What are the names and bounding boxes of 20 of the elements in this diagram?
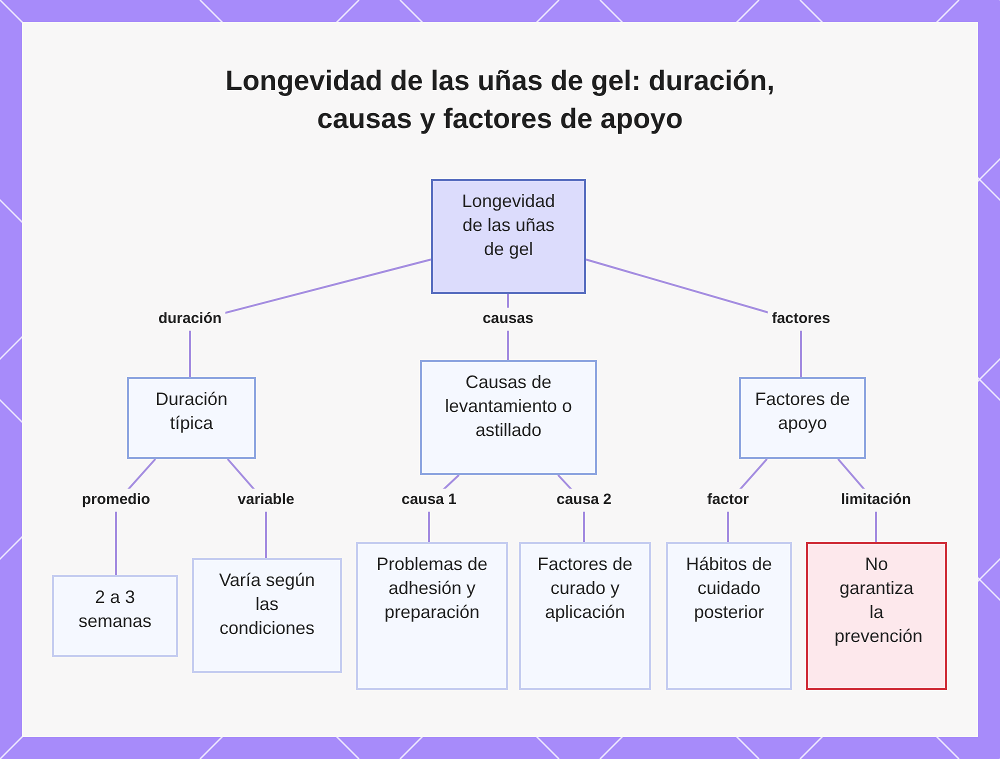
- concept-box: [420, 360, 597, 475]
- concept-box: [806, 542, 947, 690]
- concept-box: [192, 558, 342, 673]
- node-text: Longevidad de las uñas de gel: [460, 190, 556, 261]
- node-text: Factores de curado y aplicación: [536, 553, 634, 624]
- node-text: Varía según las condiciones: [218, 569, 316, 640]
- node-text: Hábitos de cuidado posterior: [684, 553, 774, 624]
- concept-box: [52, 575, 178, 657]
- node-text: 2 a 3 semanas: [77, 586, 153, 633]
- node-text: Factores de apoyo: [754, 388, 852, 435]
- concept-box: [519, 542, 651, 690]
- concept-box: [739, 377, 866, 459]
- node-text: Problemas de adhesión y preparación: [376, 553, 488, 624]
- root-box: [431, 179, 586, 294]
- node-text: Causas de levantamiento o astillado: [444, 371, 574, 442]
- concept-box: [356, 542, 508, 690]
- title: Longevidad de las uñas de gel: duración, causas y factores de apoyo: [224, 64, 776, 136]
- concept-box: [127, 377, 256, 459]
- node-text: Duración típica: [154, 388, 229, 435]
- concept-box: [666, 542, 792, 690]
